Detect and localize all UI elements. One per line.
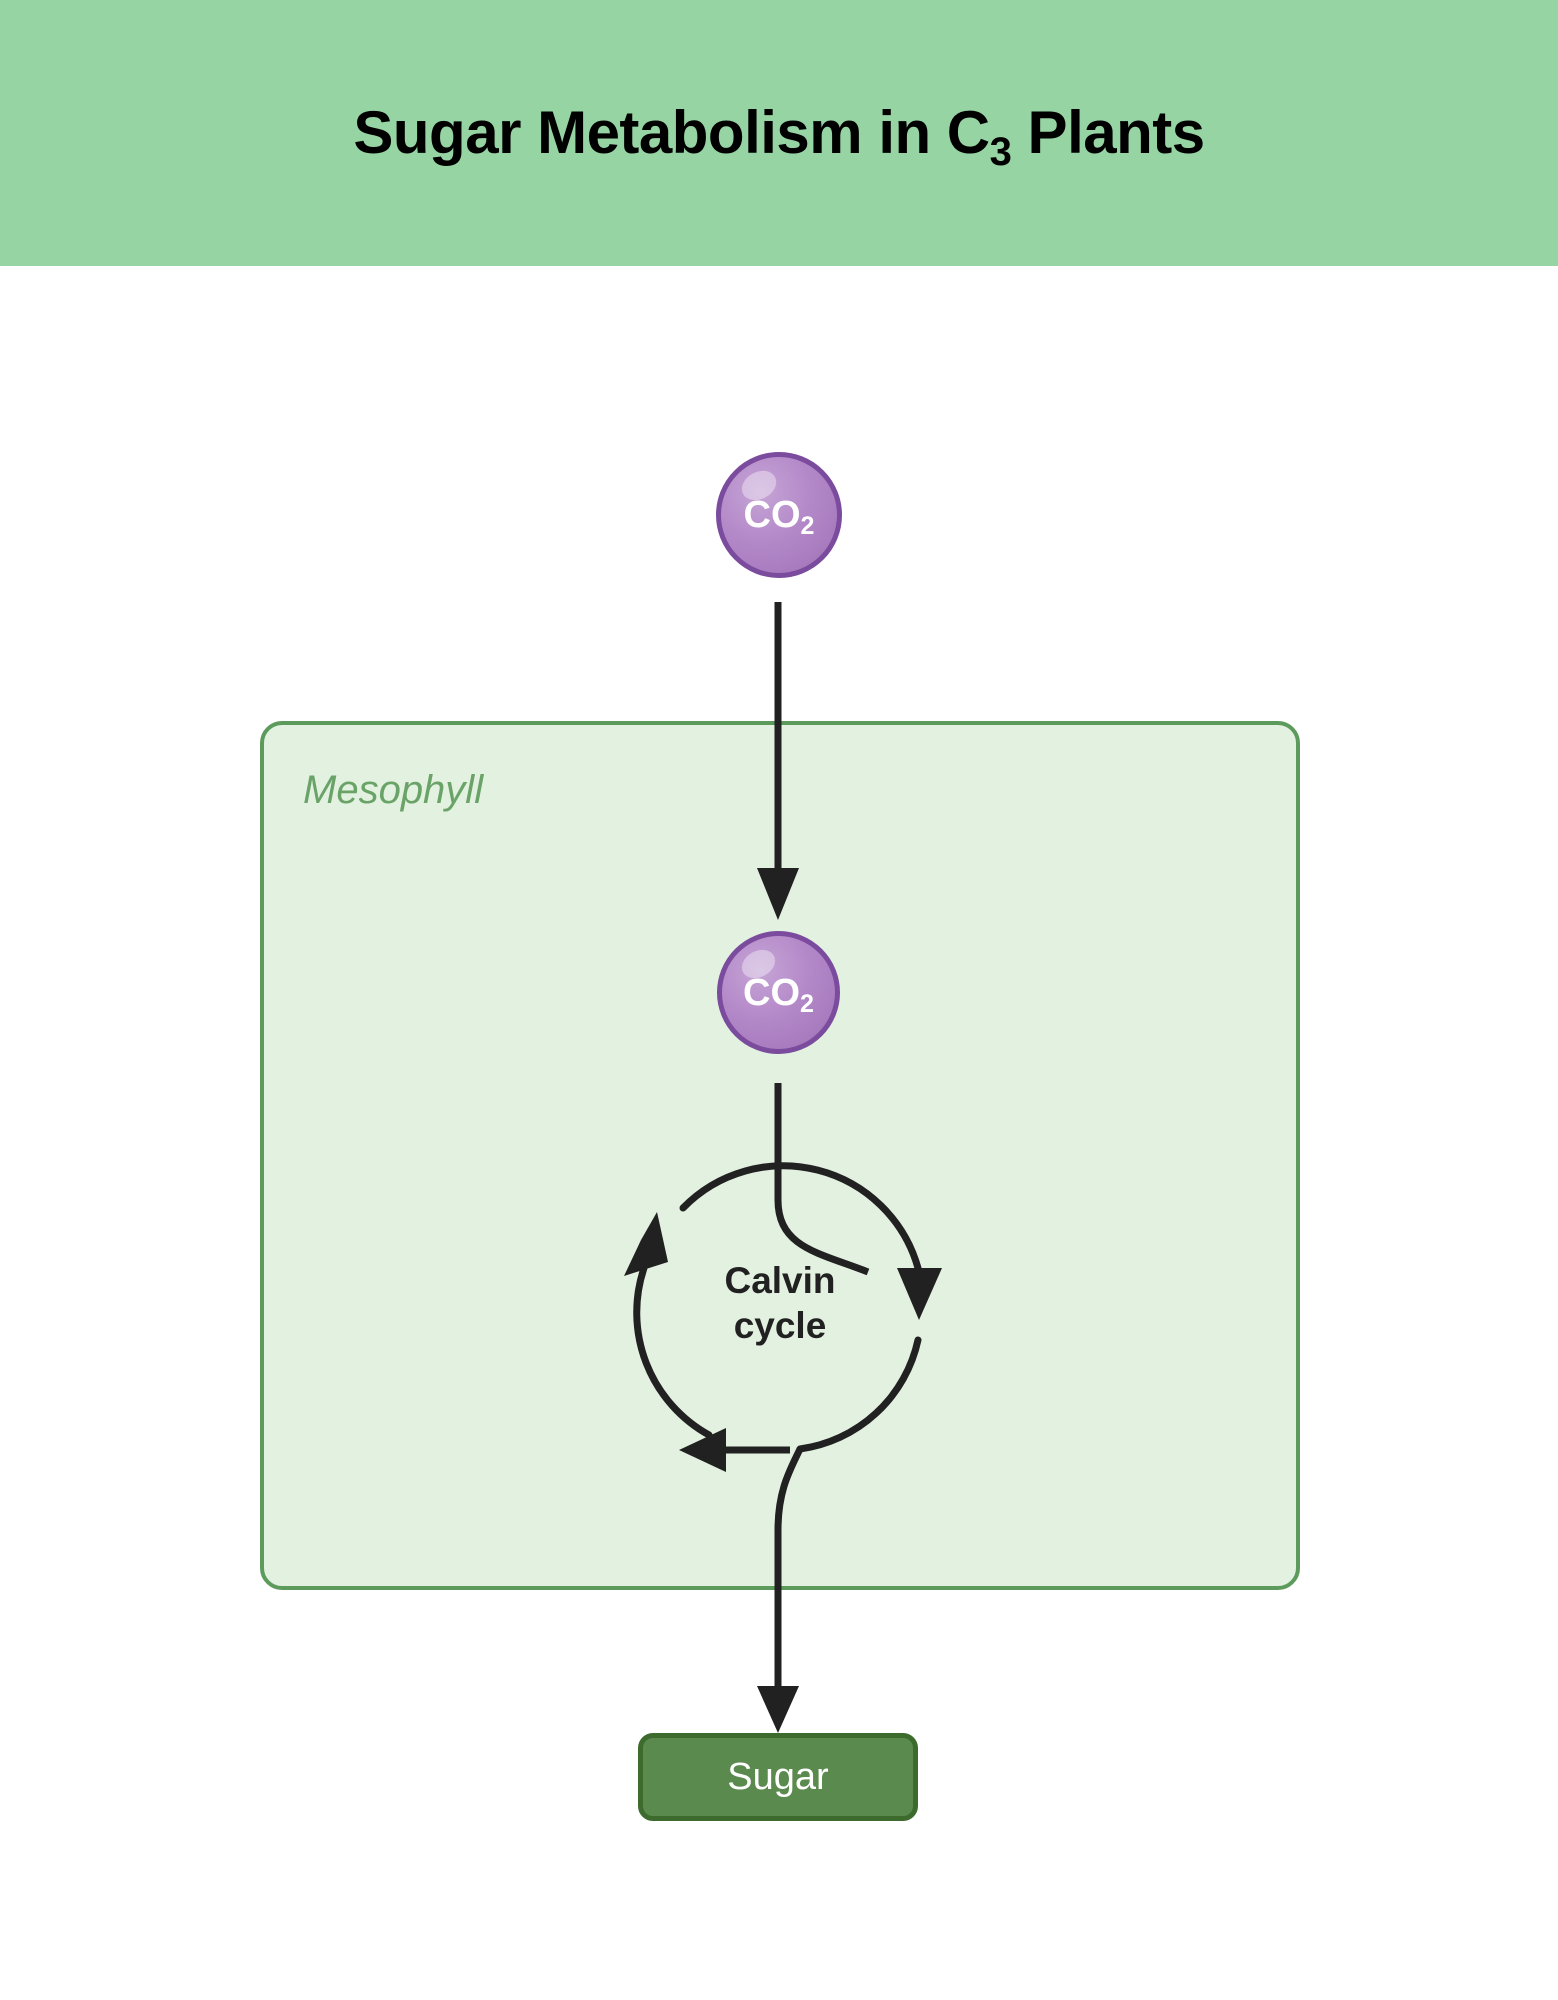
co2-uptake-arrow bbox=[757, 602, 799, 920]
co2-external-label-subscript: 2 bbox=[800, 512, 815, 540]
calvin-cycle-arc-lower-right bbox=[796, 1336, 922, 1453]
calvin-cycle-arc-bottom-left bbox=[679, 1428, 790, 1472]
title-banner: Sugar Metabolism in C3 Plants bbox=[0, 0, 1558, 266]
page-title-subscript: 3 bbox=[989, 130, 1012, 174]
calvin-cycle-label-line2: cycle bbox=[733, 1305, 827, 1347]
cycle-to-sugar-arrow bbox=[757, 1447, 804, 1733]
mesophyll-label: Mesophyll bbox=[303, 768, 484, 812]
calvin-cycle-label: Calvin cycle bbox=[640, 1258, 920, 1348]
calvin-cycle-label-line1: Calvin bbox=[724, 1260, 836, 1301]
calvin-cycle-arc-clockwise bbox=[679, 1162, 942, 1320]
calvin-cycle-arc-counterclockwise bbox=[624, 1212, 713, 1439]
co2-external-label-main: CO bbox=[743, 494, 801, 536]
sugar-node[interactable]: Sugar bbox=[638, 1733, 918, 1821]
page-title: Sugar Metabolism in C3 Plants bbox=[353, 103, 1205, 173]
co2-molecule-external[interactable]: CO2 bbox=[716, 452, 842, 578]
co2-mesophyll-label-main: CO bbox=[743, 971, 801, 1014]
co2-mesophyll-label-subscript: 2 bbox=[800, 989, 814, 1018]
co2-mesophyll-label: CO2 bbox=[743, 971, 814, 1017]
co2-molecule-mesophyll[interactable]: CO2 bbox=[717, 931, 840, 1054]
sugar-label: Sugar bbox=[727, 1756, 829, 1798]
page-title-text-part-1: Sugar Metabolism in C bbox=[353, 99, 990, 166]
page-title-text-part-2: Plants bbox=[1011, 99, 1206, 166]
co2-to-cycle-connector bbox=[774, 1083, 870, 1276]
co2-external-label: CO2 bbox=[743, 494, 815, 539]
